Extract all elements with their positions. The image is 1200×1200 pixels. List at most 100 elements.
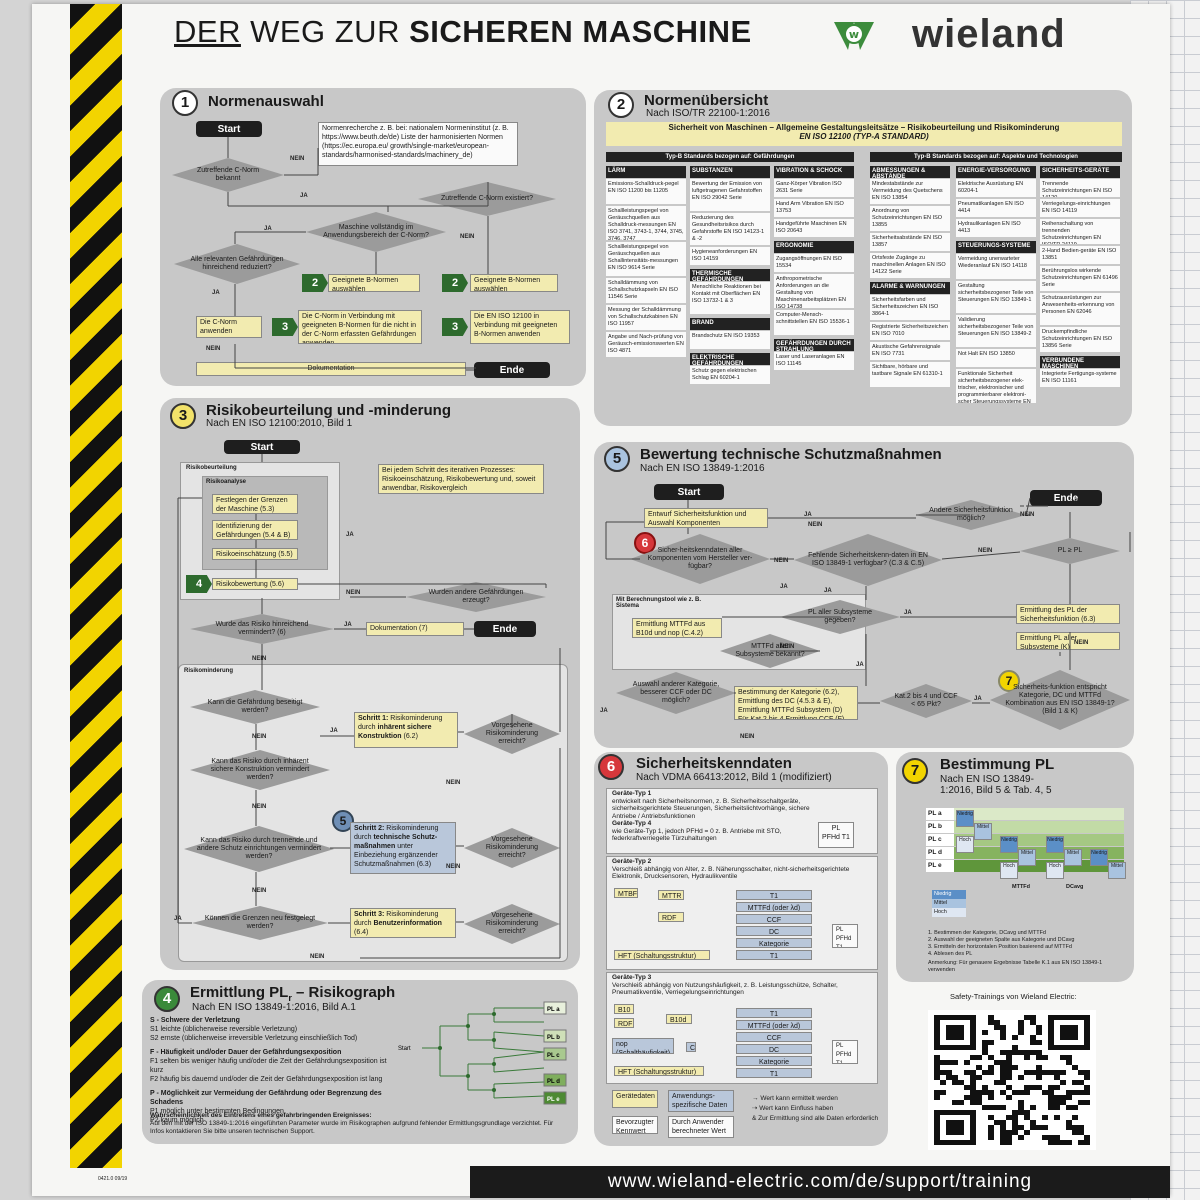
label-nein: NEIN	[1074, 640, 1088, 646]
label-nein: NEIN	[446, 780, 460, 786]
label-nein: NEIN	[1020, 512, 1034, 518]
risikograph-tree: Start PL a PL b PL c PL d PL e	[398, 1001, 567, 1105]
mtbf-box: MTBF	[614, 888, 638, 898]
standard-item: Ortsfeste Zugänge zu maschinellen Anlage…	[870, 253, 950, 278]
rdf-box-2: RDF	[614, 1018, 634, 1028]
chain-item: DC	[736, 926, 812, 936]
typ-b-header-right: Typ-B Standards bezogen auf: Aspekte und…	[870, 152, 1122, 162]
standard-item: Bewertung der Emission von luftgetragene…	[690, 179, 770, 211]
standard-item: Pneumatikanlagen EN ISO 4414	[956, 199, 1036, 217]
label-ja: JA	[780, 584, 788, 590]
section-title: Normenübersicht	[644, 92, 769, 109]
label-ja: JA	[856, 662, 864, 668]
step-limits: Festlegen der Grenzen der Maschine (5.3)	[212, 494, 298, 514]
standard-item: Elektrische Ausrüstung EN 60204-1	[956, 179, 1036, 197]
section-number: 3	[170, 403, 196, 429]
standard-item: Akustische Gefahrensignale EN ISO 7731	[870, 342, 950, 360]
section-number: 6	[598, 754, 624, 780]
step-ref-2b: 2	[442, 274, 468, 292]
standard-category-5-0: SICHERHEITS-GERÄTE	[1040, 166, 1120, 178]
label-ja: JA	[904, 610, 912, 616]
chain-item: DC	[736, 1044, 812, 1054]
standard-category-1-1: THERMISCHE GEFÄHRDUNGEN	[690, 269, 770, 283]
flow-end: Ende	[1030, 490, 1102, 506]
legend-anwendung: Anwendungs-spezifische Daten	[668, 1090, 734, 1112]
standard-item: Schutz gegen elektrischen Schlag EN 6020…	[690, 366, 770, 384]
pl-pfh-box-2: PL PFHd T1	[832, 924, 858, 948]
decision-other-hazards: Wurden andere Gefährdungen erzeugt?	[406, 582, 546, 612]
svg-text:w: w	[849, 28, 859, 41]
standard-item: Vermeidung unerwarteter Wiederanlauf EN …	[956, 254, 1036, 279]
hft-box-2: HFT (Schaltungsstruktur)	[614, 1066, 704, 1076]
hazard-stripe	[70, 4, 122, 1168]
standard-item: Druckempfindliche Schutzeinrichtungen EN…	[1040, 327, 1120, 352]
standard-item: Sichtbare, hörbare und tastbare Signale …	[870, 362, 950, 387]
standard-item: Brandschutz EN ISO 19353	[690, 331, 770, 349]
label-ja: JA	[824, 588, 832, 594]
label-nein: NEIN	[446, 864, 460, 870]
standard-category-1-0: SUBSTANZEN	[690, 166, 770, 178]
label-ja: JA	[330, 728, 338, 734]
step-estimation: Risikoeinschätzung (5.5)	[212, 548, 298, 560]
decision-kombination: Sicherheits-funktion entspricht Kategori…	[990, 670, 1130, 730]
standard-item: Hand Arm Vibration EN ISO 13753	[774, 199, 854, 217]
standard-category-4-0: ENERGIE-VERSORGUNG	[956, 166, 1036, 178]
decision-other-function: Andere Sicherheitsfunktion möglich?	[916, 500, 1026, 530]
normenrecherche-box: Normenrecherche z. B. bei: nationalem No…	[318, 122, 518, 166]
standard-item: Laser und Laseranlagen EN ISO 11145	[774, 352, 854, 370]
decision-machine-scope: Maschine vollständig im Anwendungsbereic…	[306, 212, 446, 252]
wieland-logo-icon: w	[834, 22, 874, 50]
chain-item: MTTFd (oder λd)	[736, 1020, 812, 1030]
decision-c-norm-exists: Zutreffende C-Norm existiert?	[418, 182, 556, 216]
mttf-ermittlung: Ermittlung MTTFd aus B10d und nop (C.4.2…	[632, 618, 722, 638]
standard-category-0-0: LÄRM	[606, 166, 686, 178]
flow-start: Start	[196, 121, 262, 137]
pl-instructions: 1. Bestimmen der Kategorie, DCavg und MT…	[928, 930, 1103, 973]
step-ref-3: 3	[272, 318, 298, 336]
standard-item: Sicherheitsfarben und Sicherheitszeichen…	[870, 295, 950, 320]
step-ref-4: 4	[186, 575, 212, 593]
qr-code[interactable]	[928, 1010, 1096, 1150]
decision-pl-comparison: PL ≥ PL	[1020, 538, 1120, 564]
b-norm-select-2: Geeignete B-Normen auswählen	[470, 274, 558, 292]
label-ja: JA	[1070, 500, 1078, 506]
chain-item: Kategorie	[736, 1056, 812, 1066]
chain-item: T1	[736, 1068, 812, 1078]
pl-safety-function: Ermittlung des PL der Sicherheitsfunktio…	[1016, 604, 1120, 624]
standard-category-5-1: VERBUNDENE MASCHINEN	[1040, 356, 1120, 370]
schritt-1-box: Schritt 1: Risikominderung durch inhären…	[354, 712, 458, 748]
pl-pfh-t1-box: PL PFHd T1	[818, 822, 854, 848]
section-title: Bestimmung PL	[940, 756, 1055, 773]
decision-all-subsystems: PL aller Subsysteme gegeben?	[780, 600, 900, 634]
qr-caption: Safety-Trainings von Wieland Electric:	[950, 992, 1077, 1001]
footer-url-bar[interactable]: www.wieland-electric.com/de/support/trai…	[470, 1166, 1170, 1198]
standard-item: Registrierte Sicherheitszeichen EN ISO 7…	[870, 322, 950, 340]
pl-cell: Niedrig	[1090, 849, 1108, 866]
standard-item: Schutzausrüstungen zur Anwesenheits-erke…	[1040, 293, 1120, 325]
b10-box: B10	[614, 1004, 634, 1014]
pl-c-label: PL c	[547, 1053, 560, 1059]
section-number: 2	[608, 92, 634, 118]
pl-cell: Niedrig	[1000, 836, 1018, 853]
standard-category-1-3: ELEKTRISCHE GEFÄHRDUNGEN	[690, 353, 770, 367]
pl-row-label: PL c	[926, 834, 954, 846]
standard-item: Schallleistungspegel von Geräuschquellen…	[606, 242, 686, 276]
label-nein: NEIN	[460, 234, 474, 240]
pl-row-label: PL a	[926, 808, 954, 820]
label-ja: JA	[212, 290, 220, 296]
standard-category-3-0: ABMESSUNGEN & ABSTÄNDE	[870, 166, 950, 180]
chain-item: T1	[736, 950, 812, 960]
decision-eliminate-hazard: Kann die Gefährdung beseitigt werden?	[190, 690, 320, 724]
decision-risk-reduced: Wurde das Risiko hinreichend vermindert?…	[190, 614, 334, 644]
label-nein: NEIN	[978, 548, 992, 554]
pl-row-band	[954, 808, 1124, 820]
step-ref-5: 5	[332, 810, 354, 832]
label-ja: JA	[264, 226, 272, 232]
label-ja: JA	[600, 708, 608, 714]
flow-start: Start	[654, 484, 724, 500]
section-subtitle: Nach EN ISO 12100:2010, Bild 1	[206, 418, 353, 429]
brand-logo-text: wieland	[912, 12, 1066, 56]
decision-inherent-design: Kann das Risiko durch inhärent sichere K…	[190, 750, 330, 790]
decision-hazards-reduced: Alle relevanten Gefährdungen hinreichend…	[174, 244, 300, 284]
flow-end: Ende	[474, 362, 550, 378]
